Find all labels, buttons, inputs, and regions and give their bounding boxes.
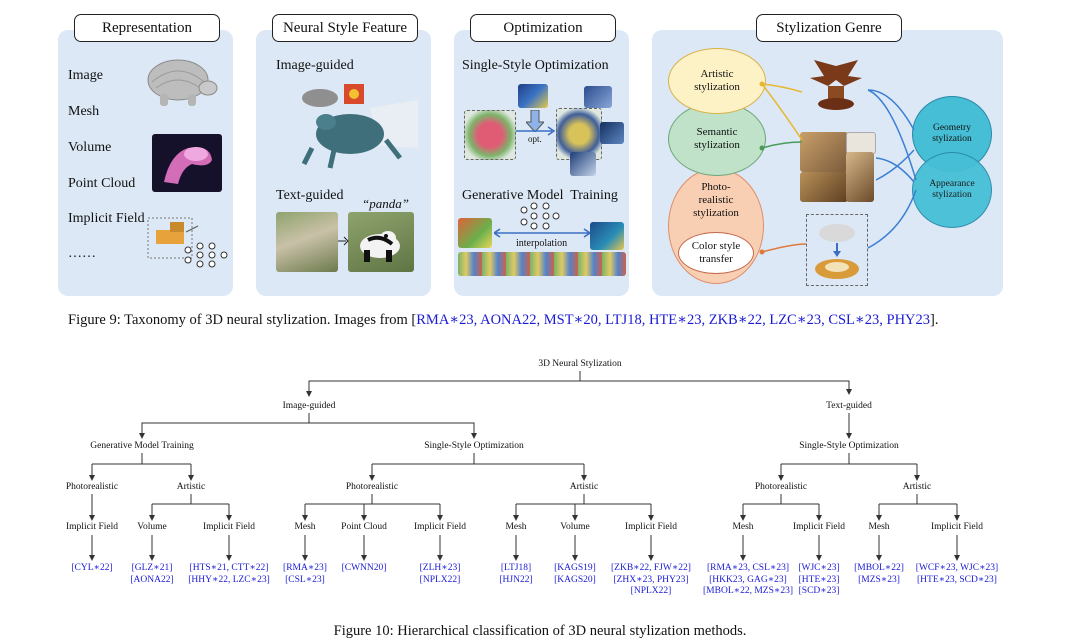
leaf-citations-1[interactable]: [CYL∗22] [71,563,113,573]
stylized-cube-image [556,108,602,160]
node-implicit-field-2: Implicit Field [200,521,258,533]
generative-model-training-label: Generative Model Training [462,188,618,203]
content-cube-image [464,110,516,160]
color-transfer-box [806,214,868,286]
neural-style-title: Neural Style Feature [272,14,418,42]
starry-night-image [518,84,548,108]
interpolation-arrow [494,228,590,238]
implicit-field-image [147,217,228,268]
caption-prefix: Figure 9: Taxonomy of 3D neural stylizat… [68,312,417,328]
node-mesh-1: Mesh [291,521,319,533]
leaf-citations-13[interactable]: [WCF∗23, WJC∗23] [HTE∗23, SCD∗23] [915,563,999,585]
leaf-citations-10[interactable]: [RMA∗23, CSL∗23] [HKK23, GAG∗23] [MBOL∗2… [703,563,793,596]
node-volume-1: Volume [134,521,170,533]
generative-network-icon [520,202,560,230]
leaf-citations-11[interactable]: [WJC∗23] [HTE∗23] [SCD∗23] [798,563,840,596]
node-photorealistic-text: Photorealistic [751,481,811,493]
leaf-citations-3[interactable]: [HTS∗21, CTT∗22] [HHY∗22, LZC∗23] [188,563,270,585]
eagle-statue-image [810,60,862,110]
stylized-frog-image [301,84,418,169]
node-text-guided: Text-guided [823,400,875,412]
caption-suffix: ]. [930,312,939,328]
interpolation-label: interpolation [516,238,568,249]
node-mesh-2: Mesh [502,521,530,533]
color-style-transfer-ellipse: Color style transfer [678,232,754,274]
representation-title: Representation [74,14,220,42]
node-root: 3D Neural Stylization [535,358,625,370]
leaf-citations-5[interactable]: [CWNN20] [341,563,387,573]
figure-9-caption: Figure 9: Taxonomy of 3D neural stylizat… [68,312,939,329]
rep-item-implicit-field: Implicit Field [68,211,145,226]
node-artistic-gen: Artistic [173,481,209,493]
semantic-room-image-3 [800,172,848,202]
node-artistic-text: Artistic [899,481,935,493]
rep-item-point-cloud: Point Cloud [68,176,136,191]
semantic-room-image-4 [846,152,874,202]
turtle-mesh-image [147,59,218,106]
node-photorealistic-gen: Photorealistic [62,481,122,493]
leaf-citations-12[interactable]: [MBOL∗22] [MZS∗23] [854,563,904,585]
node-implicit-field-6: Implicit Field [928,521,986,533]
rep-item-mesh: Mesh [68,104,100,119]
node-generative-model-training: Generative Model Training [87,440,197,452]
bear-photo [276,212,338,272]
leaf-citations-2[interactable]: [GLZ∗21] [AONA22] [130,563,174,585]
style-thumb-1 [584,86,612,108]
opt-right-arrow [516,126,556,136]
leaf-citations-8[interactable]: [KAGS19] [KAGS20] [554,563,596,585]
node-sso-text: Single-Style Optimization [796,440,902,452]
node-implicit-field-3: Implicit Field [411,521,469,533]
interpolation-strip [458,252,626,276]
volume-render-image [152,134,222,192]
text-guided-arrow [338,236,349,246]
node-sso-image: Single-Style Optimization [421,440,527,452]
semantic-room-image [800,132,848,172]
node-image-guided: Image-guided [279,400,339,412]
node-implicit-field-5: Implicit Field [790,521,848,533]
panda-prompt: “panda” [362,196,409,211]
text-guided-label: Text-guided [276,188,344,203]
panda-photo [348,212,414,272]
opt-down-arrow [526,110,544,132]
appearance-stylization-circle: Appearance stylization [912,152,992,228]
optimization-panel [454,30,629,296]
artistic-stylization-ellipse: Artistic stylization [668,48,766,114]
node-mesh-3: Mesh [729,521,757,533]
rep-item-image: Image [68,68,103,83]
image-guided-label: Image-guided [276,58,354,73]
opt-label: opt. [528,134,542,144]
style-thumb-3 [570,152,596,176]
node-mesh-4: Mesh [865,521,893,533]
single-style-optimization-label: Single-Style Optimization [462,58,609,73]
node-implicit-field-4: Implicit Field [622,521,680,533]
node-volume-2: Volume [557,521,593,533]
optimization-title: Optimization [470,14,616,42]
style-a-image [458,218,492,248]
leaf-citations-9[interactable]: [ZKB∗22, FJW∗22] [ZHX∗23, PHY23] [NPLX22… [611,563,691,596]
figure-10-caption: Figure 10: Hierarchical classification o… [333,623,747,639]
node-implicit-field-1: Implicit Field [63,521,121,533]
stylization-genre-title: Stylization Genre [756,14,902,42]
geometry-stylization-circle: Geometry stylization [912,96,992,172]
node-artistic-sso: Artistic [566,481,602,493]
leaf-citations-4[interactable]: [RMA∗23] [CSL∗23] [283,563,327,585]
rep-item-volume: Volume [68,140,112,155]
node-point-cloud: Point Cloud [338,521,390,533]
genre-connectors [759,81,917,255]
style-b-image [590,222,624,250]
node-photorealistic-sso: Photorealistic [342,481,402,493]
leaf-citations-6[interactable]: [ZLH∗23] [NPLX22] [419,563,461,585]
rep-item-ellipsis: …… [68,246,96,261]
style-thumb-2 [600,122,624,144]
leaf-citations-7[interactable]: [LTJ18] [HJN22] [499,563,533,585]
caption-citations[interactable]: RMA∗23, AONA22, MST∗20, LTJ18, HTE∗23, Z… [416,312,931,328]
